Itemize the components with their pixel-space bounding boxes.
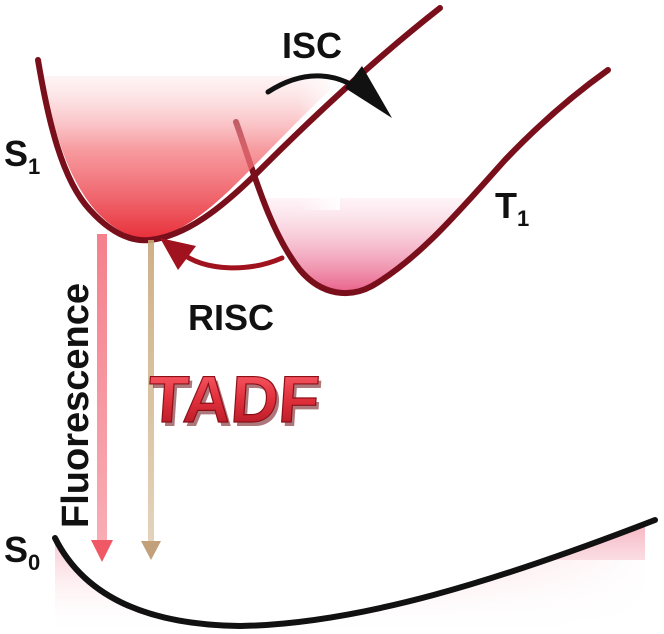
t1-curve — [233, 67, 611, 297]
t1-label: T1 — [495, 185, 529, 231]
t1-well — [233, 67, 611, 297]
risc-arrowhead — [160, 238, 196, 270]
isc-label: ISC — [282, 25, 342, 66]
s1-curve — [35, 5, 443, 244]
s0-curve — [52, 517, 658, 630]
s0-well — [52, 517, 658, 634]
fluorescence-label: Fluorescence — [55, 283, 97, 528]
t1-fill — [258, 198, 475, 295]
tadf-label: TADF — [145, 363, 321, 437]
tadf-label-shadow: TADF — [148, 367, 324, 441]
fluorescence-emission-arrow — [91, 234, 113, 562]
risc-label: RISC — [188, 297, 274, 338]
s1-label: S1 — [4, 133, 40, 179]
tadf-emission-arrow — [141, 240, 161, 560]
risc-arrow — [177, 249, 285, 271]
isc-arrowhead — [345, 66, 392, 118]
s0-label: S0 — [4, 529, 40, 575]
